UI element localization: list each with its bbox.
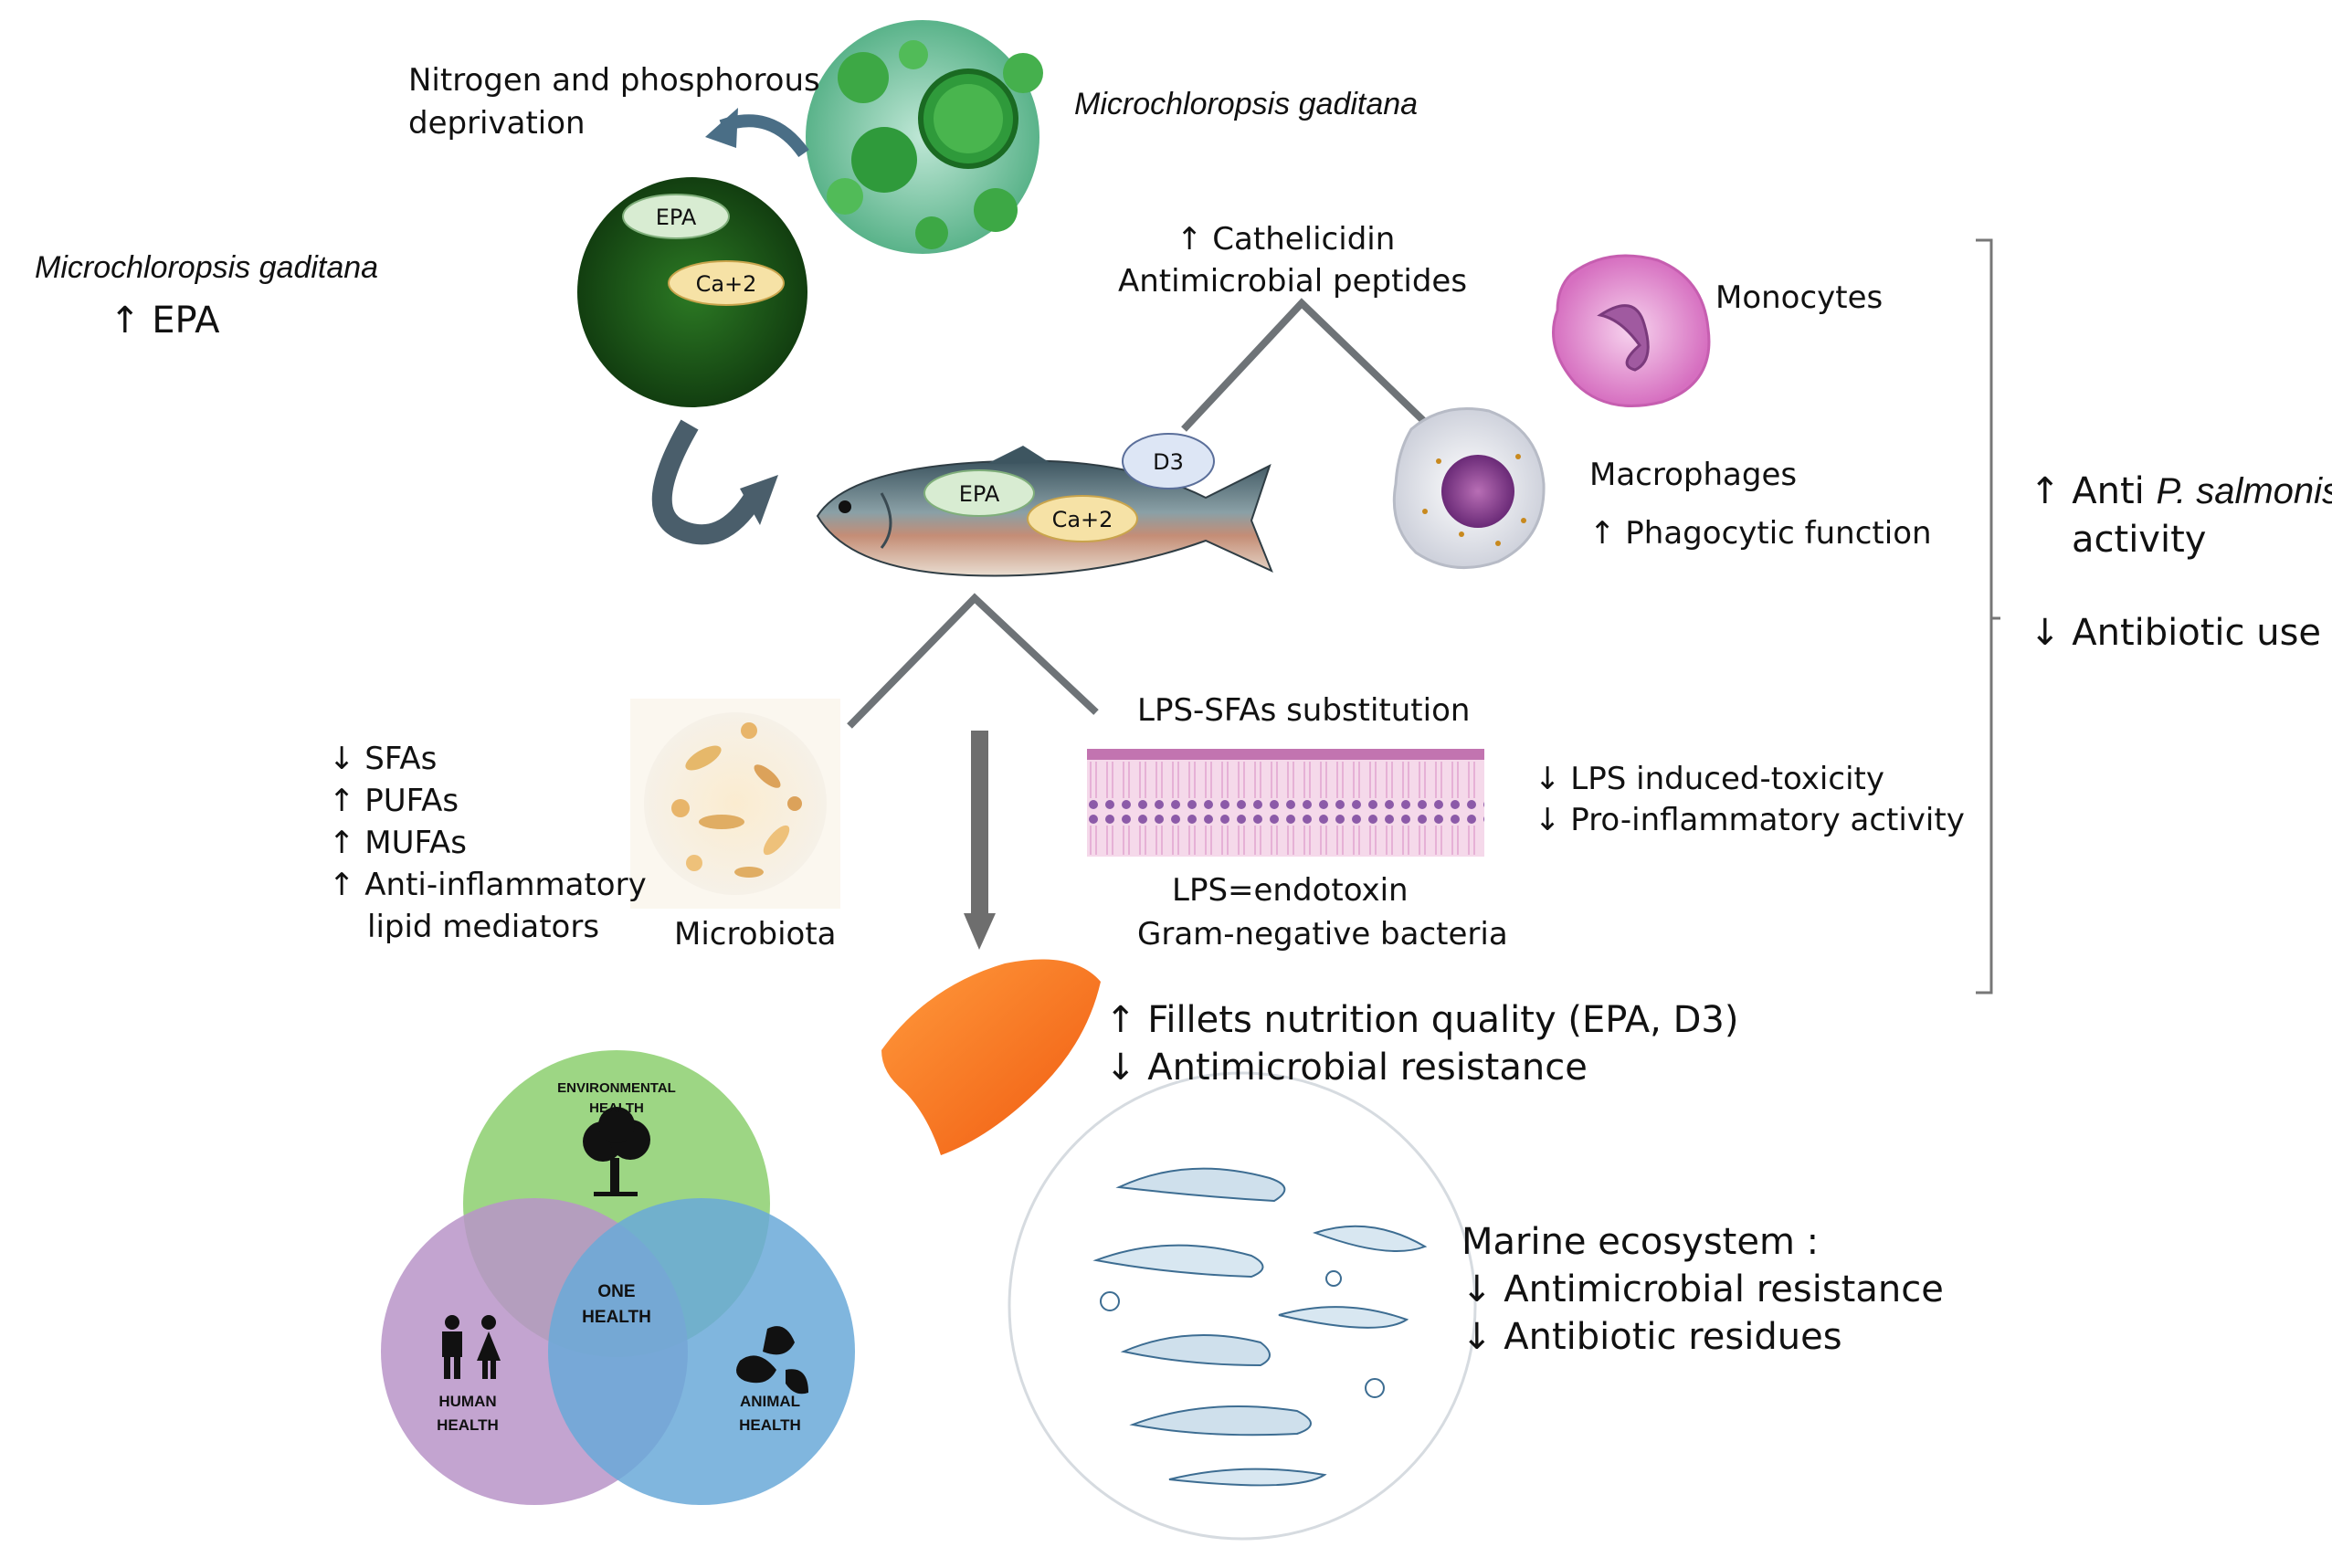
animal-icon: [736, 1326, 808, 1394]
lipid-mufas: ↑ MUFAs: [329, 825, 467, 861]
monocytes-label: Monocytes: [1715, 279, 1884, 316]
lipid-sfas: ↓ SFAs: [329, 741, 438, 777]
venn-human-label-1: HUMAN: [438, 1393, 496, 1410]
gram-negative-label: Gram-negative bacteria: [1137, 916, 1508, 952]
gut-branch-lines: [847, 593, 1099, 729]
deprivation-arrowhead: [705, 108, 738, 148]
lipid-changes-list: ↓ SFAs ↑ PUFAs ↑ MUFAs ↑ Anti-inflammato…: [329, 738, 647, 948]
fillet-amr-label: ↓ Antimicrobial resistance: [1105, 1047, 1588, 1089]
phagocytic-label: ↑ Phagocytic function: [1589, 515, 1932, 552]
lipid-mediators: lipid mediators: [367, 909, 600, 945]
macrophage-cell-image: [1392, 407, 1546, 570]
epa-increase-label: ↑ EPA: [110, 300, 220, 342]
lps-toxicity-label: ↓ LPS induced-toxicity: [1535, 761, 1884, 797]
marine-title-label: Marine ecosystem :: [1461, 1221, 1820, 1263]
anti-salmonis-activity: activity: [2072, 519, 2207, 561]
algae-epa-text: EPA: [656, 205, 697, 230]
venn-environmental-label-2: HEALTH: [589, 1100, 644, 1116]
algae-ca-text: Ca+2: [696, 271, 757, 297]
venn-center-label-1: ONE: [597, 1282, 635, 1301]
lps-substitution-label: LPS-SFAs substitution: [1137, 692, 1471, 729]
venn-environmental-label-1: ENVIRONMENTAL: [557, 1080, 676, 1096]
deprivation-label-2: deprivation: [408, 105, 586, 142]
lps-endotoxin-label: LPS=endotoxin: [1172, 872, 1409, 909]
venn-animal-circle: [548, 1198, 855, 1505]
lipid-pufas: ↑ PUFAs: [329, 783, 459, 819]
fish-d3-badge: [1122, 433, 1215, 489]
feed-curved-arrow: [651, 419, 763, 545]
people-icon: [442, 1315, 501, 1379]
pro-inflammatory-label: ↓ Pro-inflammatory activity: [1535, 802, 1965, 838]
anti-species: P. salmonis: [2156, 471, 2332, 511]
algae-ca-badge: [668, 260, 785, 306]
lipid-anti-inflammatory: ↑ Anti-inflammatory: [329, 867, 647, 903]
marine-amr-label: ↓ Antimicrobial resistance: [1461, 1268, 1944, 1310]
deprivation-label-1: Nitrogen and phosphorous: [408, 62, 820, 99]
anti-prefix: ↑ Anti: [2030, 470, 2145, 512]
microbiota-image: [630, 699, 840, 909]
immune-branch-lines: [1181, 298, 1435, 432]
antibiotic-use-label: ↓ Antibiotic use: [2030, 612, 2322, 654]
algae-epa-badge: [622, 194, 730, 239]
lps-membrane-image: [1087, 749, 1484, 857]
marine-ecosystem-image: [1008, 1071, 1477, 1541]
venn-center-label-2: HEALTH: [582, 1308, 651, 1327]
venn-animal-label-2: HEALTH: [739, 1416, 801, 1434]
microalgae-culture-image: [806, 20, 1043, 254]
cathelicidin-label: ↑ Cathelicidin: [1177, 221, 1396, 258]
species-label-left: Microchloropsis gaditana: [35, 250, 379, 285]
outcomes-bracket: [1976, 238, 2000, 994]
marine-residues-label: ↓ Antibiotic residues: [1461, 1316, 1842, 1358]
anti-salmonis-label: ↑ Anti P. salmonis: [2030, 470, 2332, 512]
down-arrow-shaft: [971, 731, 988, 918]
fillet-quality-label: ↑ Fillets nutrition quality (EPA, D3): [1105, 999, 1739, 1041]
venn-human-label-2: HEALTH: [437, 1416, 499, 1434]
monocyte-cell-image: [1552, 254, 1711, 407]
fish-ca-text: Ca+2: [1052, 507, 1113, 532]
antimicrobial-peptides-label: Antimicrobial peptides: [1118, 263, 1468, 300]
microbiota-label: Microbiota: [674, 916, 837, 952]
feed-arrowhead: [740, 475, 778, 525]
down-arrowhead: [964, 913, 996, 950]
tree-icon: [583, 1107, 650, 1196]
fish-d3-text: D3: [1153, 449, 1184, 475]
fish-ca-badge: [1027, 495, 1138, 542]
macrophages-label: Macrophages: [1589, 457, 1798, 493]
species-label-top: Microchloropsis gaditana: [1074, 87, 1419, 121]
venn-animal-label-1: ANIMAL: [740, 1393, 800, 1410]
one-health-venn-diagram: [381, 1050, 855, 1505]
fish-epa-badge: [923, 469, 1035, 517]
salmon-fillet-image: [881, 959, 1101, 1155]
fish-epa-text: EPA: [959, 481, 1000, 507]
